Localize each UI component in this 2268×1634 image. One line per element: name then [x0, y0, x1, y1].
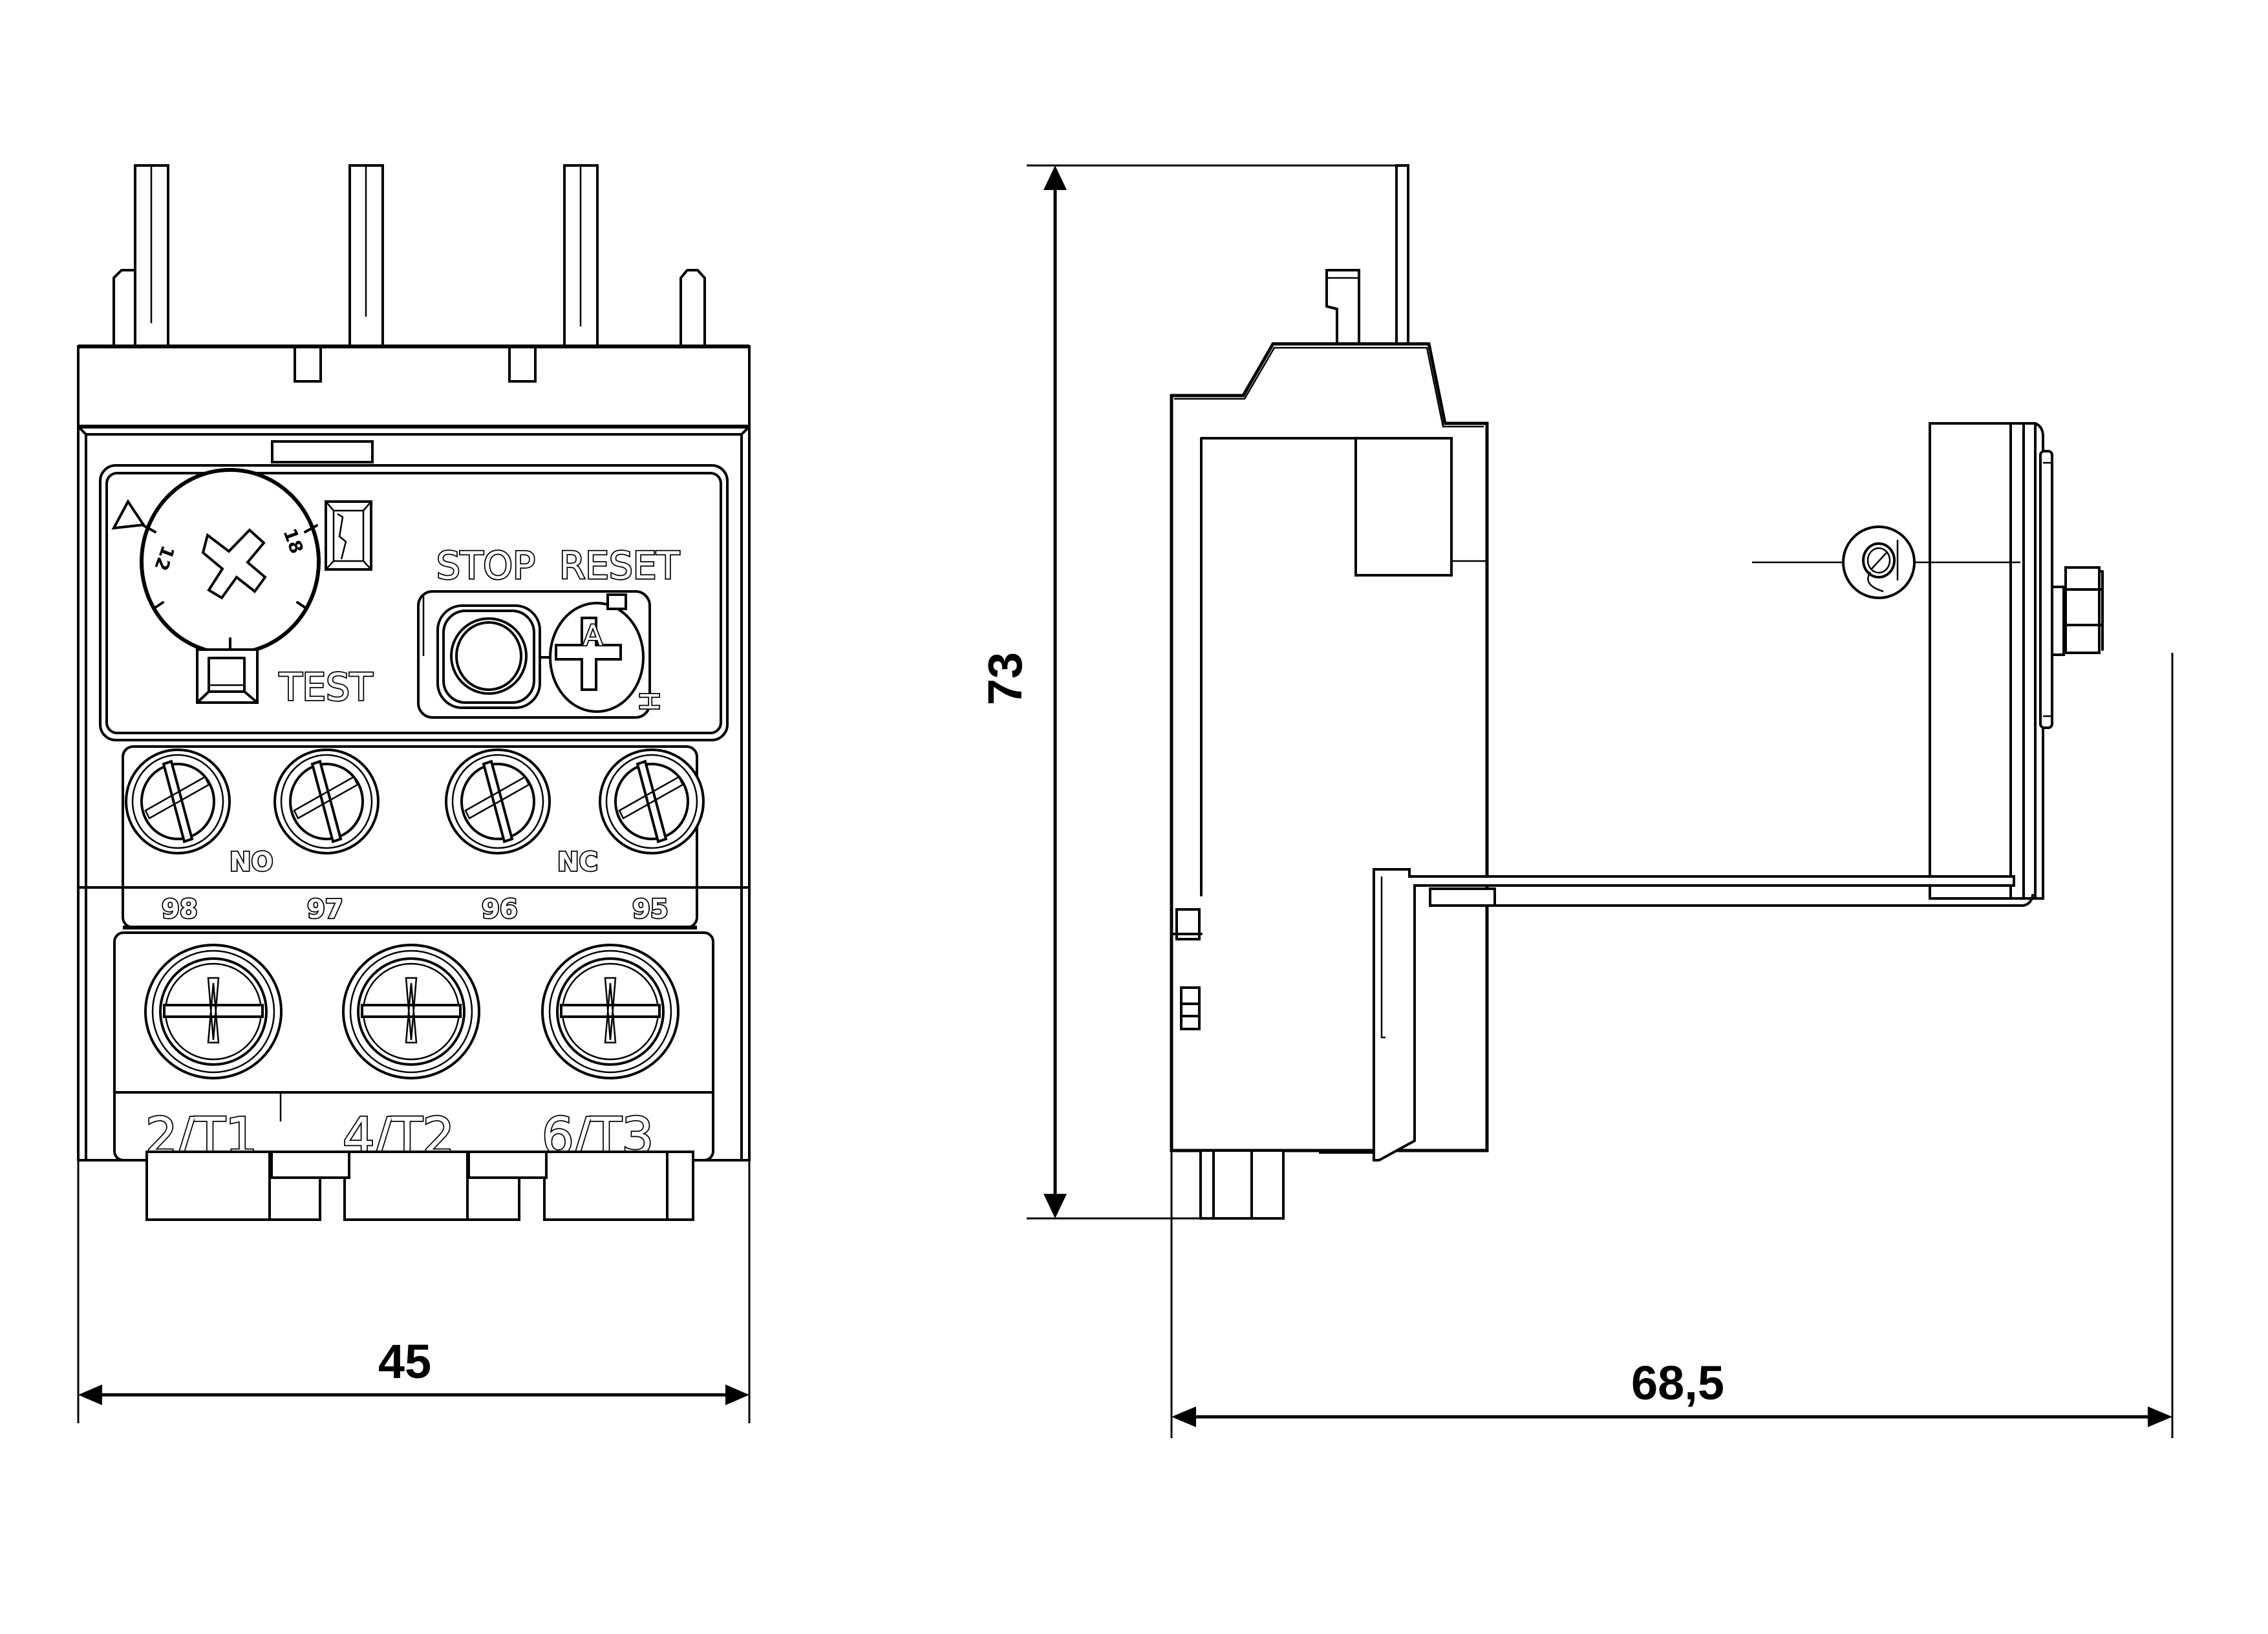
side-front-cover	[2039, 450, 2053, 729]
guide-pin-right	[679, 269, 706, 348]
pin-left	[134, 164, 169, 348]
clamp-3	[543, 1151, 669, 1221]
stop-button[interactable]	[436, 604, 541, 709]
top-block	[77, 345, 751, 429]
control-panel: 12 18 TEST	[99, 464, 729, 741]
adjust-cross-icon	[201, 528, 267, 600]
aux-terminal-screw-96[interactable]	[445, 748, 551, 854]
reset-cross-icon	[555, 617, 622, 691]
side-top-clip	[1325, 269, 1360, 345]
aux-terminal-screw-98[interactable]	[125, 748, 231, 854]
height-dimension-value: 73	[978, 652, 1032, 705]
power-terminal-screw-2-t1[interactable]	[144, 944, 283, 1079]
clamp-1	[145, 1151, 271, 1221]
setting-pointer-icon	[111, 499, 146, 530]
clamp-2	[343, 1151, 469, 1221]
side-bracket	[1373, 868, 2034, 1162]
current-setting-dial[interactable]: 12 18	[111, 468, 321, 655]
width-dimension-value: 45	[378, 1335, 431, 1388]
nc-label: NC	[557, 847, 598, 877]
trip-indicator	[325, 500, 372, 571]
side-window	[1354, 437, 1453, 577]
reset-mode-hand: H	[634, 692, 663, 711]
test-button[interactable]	[196, 648, 259, 704]
height-dimension: 73	[978, 164, 1396, 1220]
label-slot	[271, 440, 374, 463]
terminal-97-label: 97	[307, 895, 343, 924]
pin-right	[563, 164, 599, 348]
guide-pin-left	[112, 269, 136, 348]
front-view: 12 18 TEST	[77, 164, 751, 1423]
side-vent-lower	[1180, 986, 1201, 1030]
power-terminal-screw-6-t3[interactable]	[541, 944, 679, 1079]
pin-middle	[348, 164, 384, 348]
terminal-95-label: 95	[632, 895, 669, 924]
test-label: TEST	[279, 665, 373, 709]
terminal-96-label: 96	[482, 895, 518, 924]
side-knob[interactable]	[2051, 566, 2104, 656]
top-pins	[112, 164, 706, 348]
side-bracket-lip	[1429, 887, 1496, 907]
stop-label: STOP	[436, 544, 535, 588]
power-terminal-screw-4-t2[interactable]	[342, 944, 480, 1079]
power-terminal-block: 2/T1 4/T2 6/T3	[113, 931, 714, 1167]
aux-terminal-screw-95[interactable]	[599, 748, 705, 854]
reset-label: RESET	[559, 544, 679, 588]
side-bottom-clamp	[1199, 1149, 1374, 1220]
side-front-plate	[1929, 422, 2053, 900]
terminal-98-label: 98	[162, 895, 198, 924]
reset-mode-pointer	[606, 593, 627, 610]
bottom-clamps	[145, 1151, 694, 1221]
aux-terminal-screw-97[interactable]	[273, 748, 380, 854]
depth-dimension-value: 68,5	[1631, 1356, 1724, 1410]
top-slot-right	[508, 346, 537, 383]
reset-mode-auto: A	[583, 619, 603, 652]
side-adjust-screw[interactable]	[1842, 525, 1916, 599]
side-top-pin	[1395, 164, 1409, 345]
aux-contact-block: NO NC 98 97 96 95	[77, 745, 751, 929]
top-slot-left	[294, 346, 322, 383]
depth-dimension: 68,5	[1170, 653, 2174, 1438]
width-dimension: 45	[77, 1160, 751, 1423]
no-label: NO	[230, 847, 273, 877]
side-view: 73 68,5	[978, 164, 2174, 1438]
reset-button[interactable]: A H	[549, 593, 665, 713]
